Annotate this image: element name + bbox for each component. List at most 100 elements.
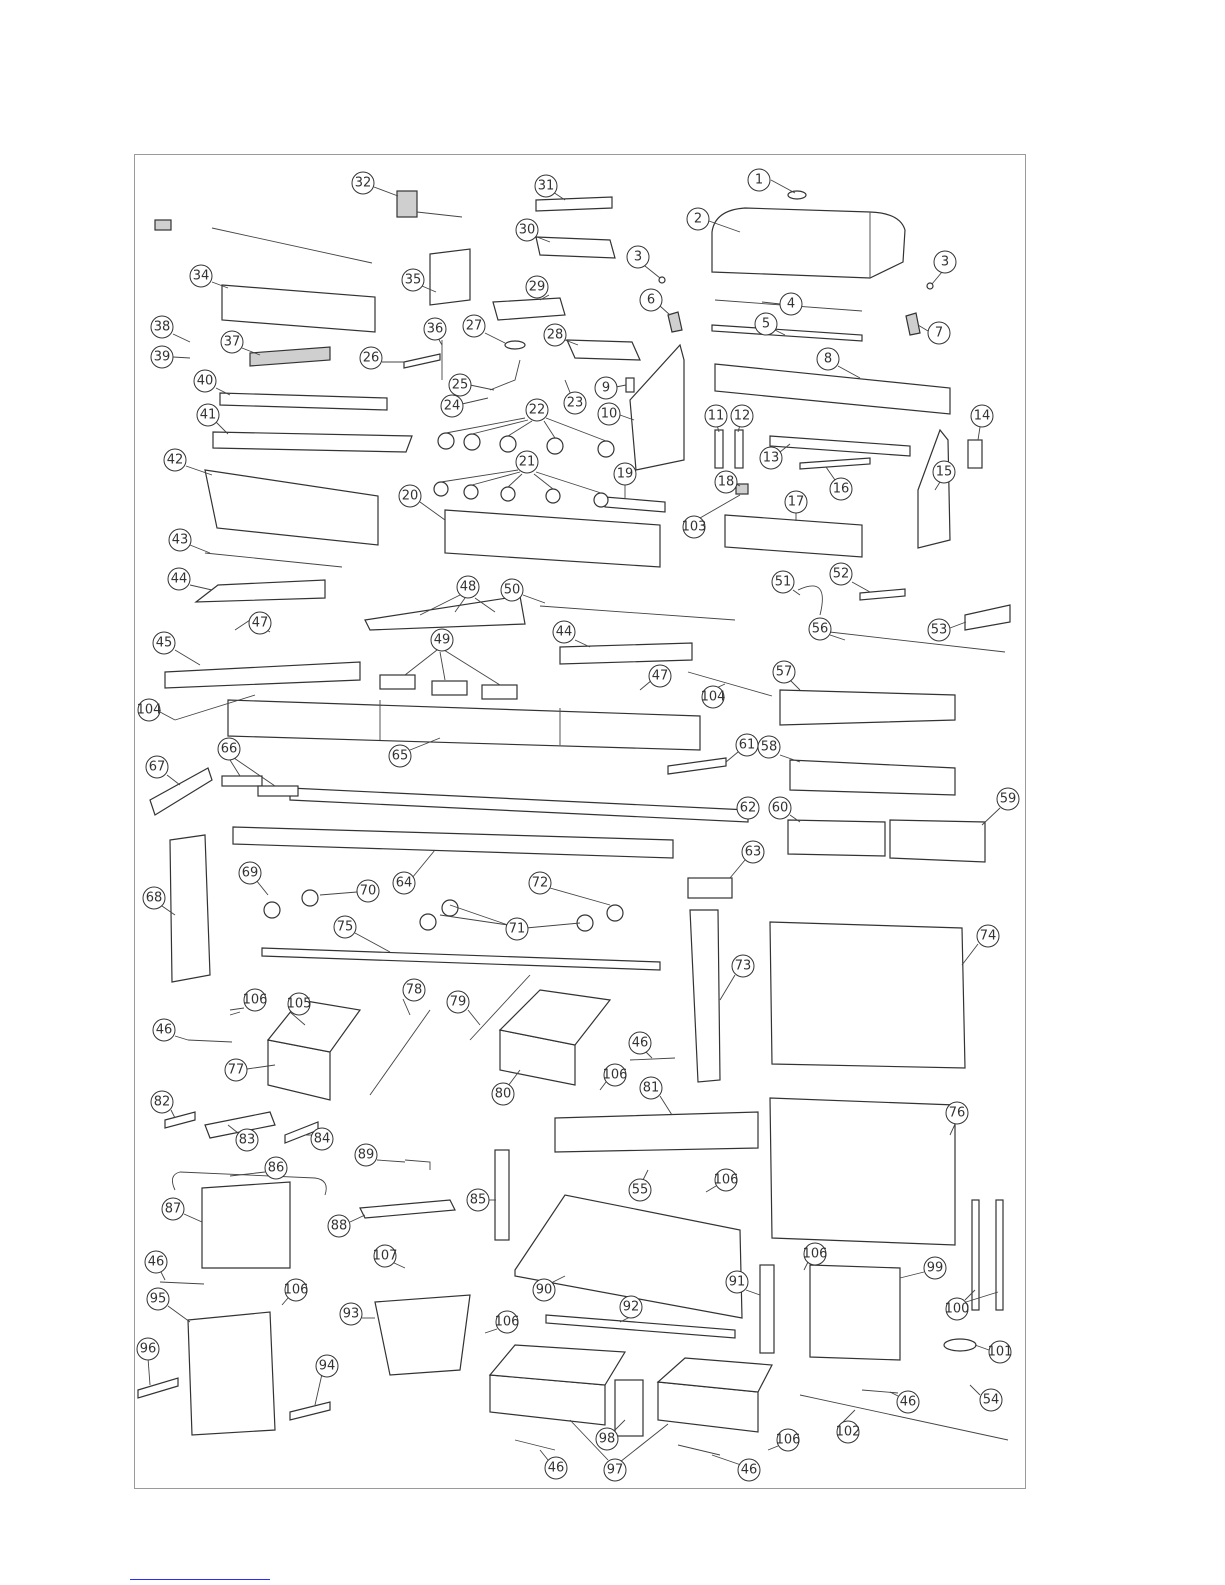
part-block xyxy=(687,877,733,899)
part-cabinet-rail xyxy=(545,1314,736,1339)
callout-label: 89 xyxy=(358,1148,375,1163)
callout-52: 52 xyxy=(829,562,871,593)
part-lower-panel xyxy=(789,759,956,796)
callout-83: 83 xyxy=(227,1124,259,1152)
part-rotisserie-spit xyxy=(211,227,373,264)
callout-label: 55 xyxy=(632,1183,649,1198)
callout-36: 36 xyxy=(423,317,447,346)
part-rod xyxy=(687,671,773,697)
callout-label: 92 xyxy=(623,1300,640,1315)
callout-label: 32 xyxy=(355,176,372,191)
callout-label: 63 xyxy=(745,845,762,860)
callout-label: 62 xyxy=(740,801,757,816)
part-regulator-hose xyxy=(797,585,823,616)
callout-label: 18 xyxy=(718,475,735,490)
part-cabinet-door-right xyxy=(809,1264,901,1361)
callout-label: 98 xyxy=(599,1432,616,1447)
part-hook xyxy=(171,1171,327,1196)
diagram-frame xyxy=(134,154,1026,1489)
callout-label: 57 xyxy=(776,665,793,680)
callout-label: 85 xyxy=(470,1193,487,1208)
part-cart-beam xyxy=(232,826,674,859)
part-hood-lid xyxy=(711,207,906,279)
callout-label: 104 xyxy=(701,690,726,705)
callout-63: 63 xyxy=(729,840,765,879)
callout-label: 28 xyxy=(547,328,564,343)
callout-106c: 106 xyxy=(705,1168,738,1193)
part-rod xyxy=(174,694,256,721)
callout-label: 100 xyxy=(945,1302,970,1317)
callout-81: 81 xyxy=(639,1076,673,1116)
callout-label: 11 xyxy=(708,409,725,424)
part-cabinet-side-panel xyxy=(769,1097,956,1246)
callout-label: 1 xyxy=(755,173,763,188)
part-burners xyxy=(379,674,518,700)
callout-26: 26 xyxy=(359,346,405,370)
part-knobs xyxy=(433,481,609,508)
callout-3b: 3 xyxy=(931,250,957,285)
part-hose-coil xyxy=(943,1338,977,1352)
part-rear-burner xyxy=(249,346,331,367)
callout-label: 56 xyxy=(812,622,829,637)
part-heat-plate xyxy=(559,642,693,665)
callout-label: 54 xyxy=(983,1393,1000,1408)
callout-28: 28 xyxy=(543,323,579,347)
callout-label: 3 xyxy=(634,250,642,265)
part-vented-panel xyxy=(221,284,376,333)
callout-label: 46 xyxy=(741,1463,758,1478)
callout-label: 26 xyxy=(363,351,380,366)
callout-label: 82 xyxy=(154,1095,171,1110)
callout-label: 53 xyxy=(931,623,948,638)
callout-label: 3 xyxy=(941,255,949,270)
part-casters xyxy=(419,899,624,932)
part-bezels xyxy=(437,432,615,458)
callout-100: 100 xyxy=(945,1289,999,1321)
callout-label: 67 xyxy=(149,760,166,775)
part-handle-bracket-right xyxy=(905,312,921,336)
callout-97: 97 xyxy=(569,1419,669,1482)
callout-label: 69 xyxy=(242,866,259,881)
callout-106g: 106 xyxy=(767,1428,800,1452)
callout-label: 71 xyxy=(509,922,526,937)
callout-label: 43 xyxy=(172,533,189,548)
callout-label: 8 xyxy=(824,352,832,367)
callout-label: 78 xyxy=(406,983,423,998)
callout-98: 98 xyxy=(595,1419,626,1451)
callout-73: 73 xyxy=(719,954,755,1001)
callout-45: 45 xyxy=(152,631,201,666)
part-cabinet-post xyxy=(759,1264,775,1354)
callout-label: 25 xyxy=(452,378,469,393)
callout-label: 46 xyxy=(548,1461,565,1476)
part-bracket-small xyxy=(221,775,263,787)
callout-17: 17 xyxy=(784,490,808,521)
callout-label: 91 xyxy=(729,1275,746,1290)
callout-label: 12 xyxy=(734,409,751,424)
part-side-bracket xyxy=(967,439,983,469)
callout-label: 49 xyxy=(434,633,451,648)
callout-label: 14 xyxy=(974,409,991,424)
callout-label: 61 xyxy=(739,738,756,753)
callout-46f: 46 xyxy=(711,1454,761,1482)
callout-23: 23 xyxy=(563,379,587,415)
callout-39: 39 xyxy=(150,345,191,369)
callout-79: 79 xyxy=(446,990,481,1026)
part-rear-panel xyxy=(714,363,951,415)
callout-label: 9 xyxy=(602,381,610,396)
part-long-rail xyxy=(289,787,749,823)
callout-label: 45 xyxy=(156,636,173,651)
callout-103: 103 xyxy=(682,494,741,539)
callout-85: 85 xyxy=(466,1188,496,1212)
callout-label: 68 xyxy=(146,891,163,906)
callout-label: 84 xyxy=(314,1132,331,1147)
callout-93: 93 xyxy=(339,1302,375,1326)
callout-label: 90 xyxy=(536,1283,553,1298)
part-cabinet-post xyxy=(494,1149,510,1241)
callout-30: 30 xyxy=(515,218,551,243)
callout-label: 75 xyxy=(337,920,354,935)
callout-label: 58 xyxy=(761,740,778,755)
callout-107: 107 xyxy=(373,1244,406,1269)
callout-label: 95 xyxy=(150,1292,167,1307)
part-side-burner-frame xyxy=(535,236,616,259)
callout-label: 47 xyxy=(652,669,669,684)
callout-label: 66 xyxy=(221,742,238,757)
